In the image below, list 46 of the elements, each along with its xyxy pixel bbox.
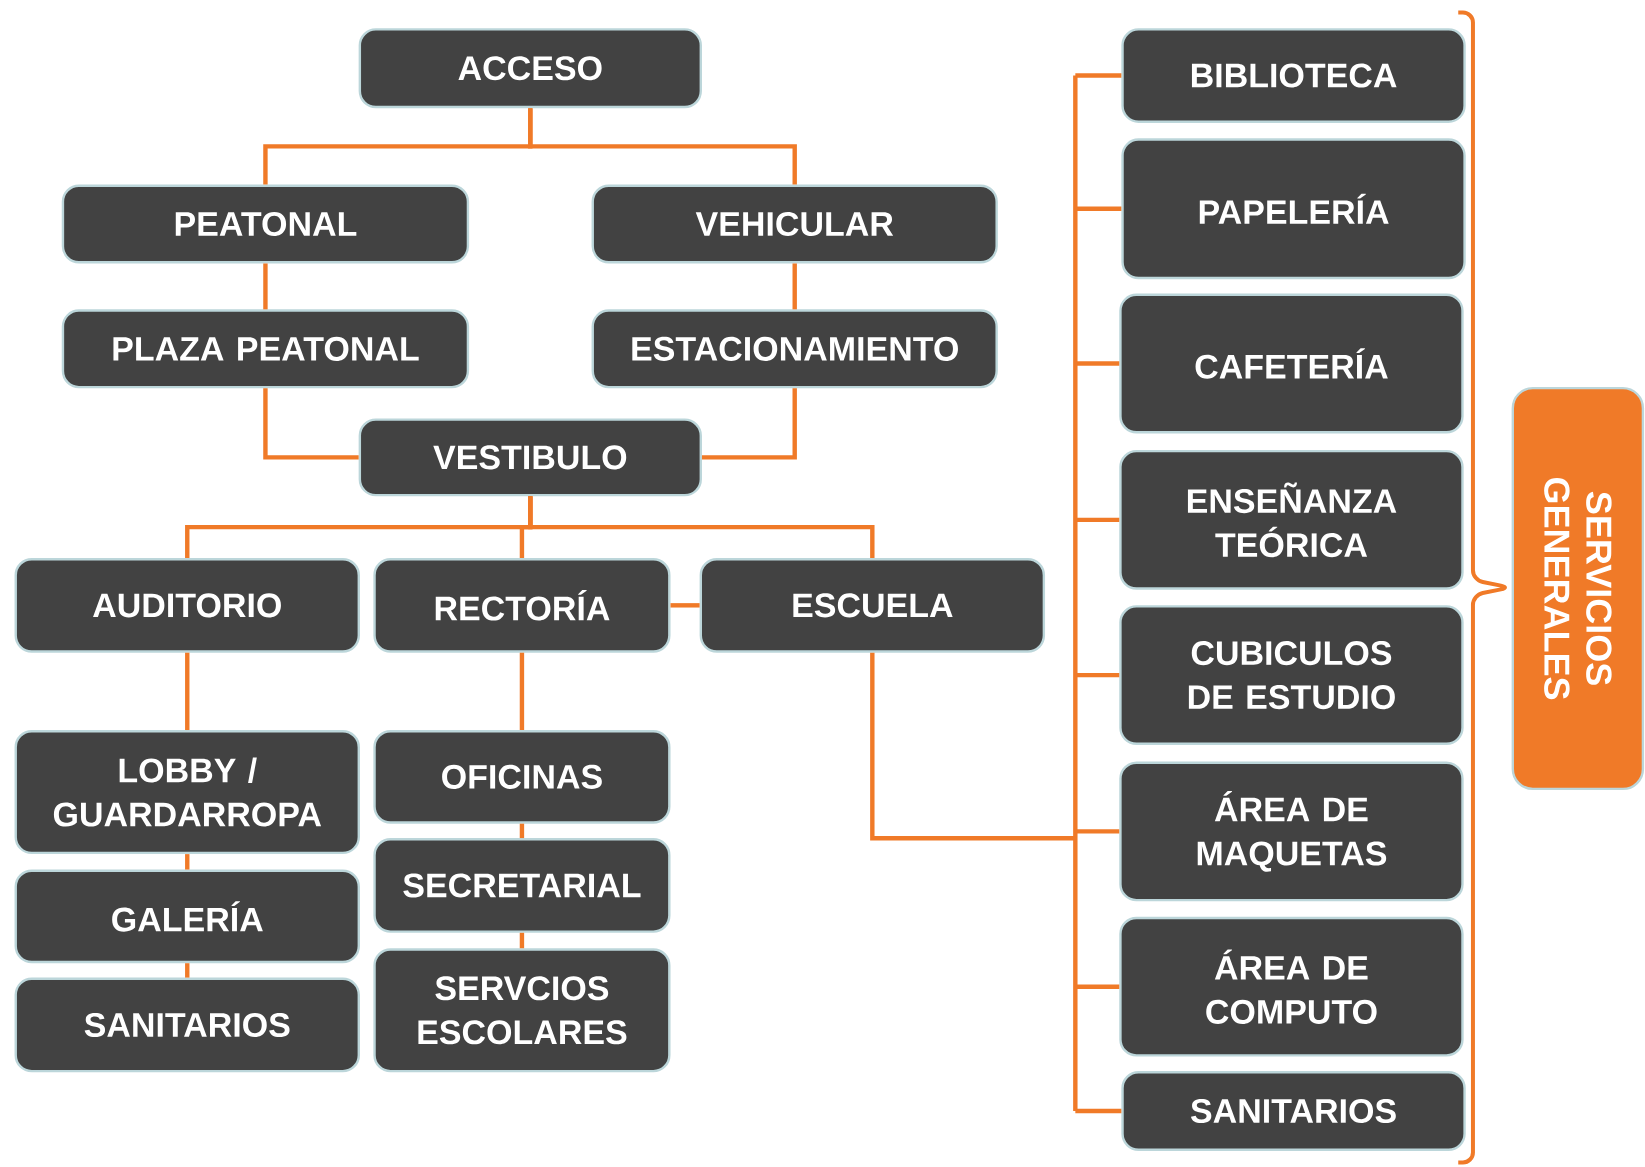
connector	[519, 933, 525, 949]
process-box: LOBBY / GUARDARROPA	[14, 730, 360, 855]
process-box: ENSEÑANZA TEÓRICA	[1119, 450, 1464, 590]
connector	[1075, 361, 1120, 366]
process-box: VEHICULAR	[591, 184, 998, 264]
connector	[1075, 829, 1120, 834]
process-box: PAPELERÍA	[1121, 138, 1466, 280]
process-box: AUDITORIO	[14, 558, 360, 653]
process-box: OFICINAS	[373, 730, 671, 824]
connector	[1075, 517, 1120, 523]
connector	[792, 263, 797, 310]
connector	[1075, 73, 1122, 78]
connector	[263, 388, 359, 460]
connector	[519, 823, 525, 839]
connector	[670, 603, 700, 608]
process-box: BIBLIOTECA	[1121, 28, 1466, 124]
process-box: VESTIBULO	[358, 418, 702, 497]
connector	[528, 108, 797, 185]
connector	[1075, 1109, 1122, 1114]
process-box: CUBICULOS DE ESTUDIO	[1119, 605, 1464, 746]
connector-trunk	[870, 73, 1078, 1114]
connector	[1075, 673, 1120, 678]
process-box: RECTORÍA	[373, 558, 671, 653]
connector	[528, 496, 875, 559]
process-box: SANITARIOS	[14, 977, 360, 1073]
process-box: SECRETARIAL	[373, 838, 671, 933]
category-box: SERVICIOS GENERALES	[1511, 387, 1645, 791]
process-box: PEATONAL	[61, 184, 470, 264]
connector	[185, 963, 190, 978]
process-box: PLAZA PEATONAL	[61, 309, 470, 389]
process-box: SANITARIOS	[1121, 1071, 1466, 1152]
connector	[702, 388, 797, 460]
process-box: ACCESO	[358, 28, 702, 109]
connector	[1075, 206, 1122, 212]
process-box: GALERÍA	[14, 869, 360, 964]
process-box: SERVCIOS ESCOLARES	[373, 948, 671, 1073]
connector	[519, 652, 525, 731]
process-box: ÁREA DE MAQUETAS	[1119, 761, 1464, 902]
process-box: ESTACIONAMIENTO	[591, 309, 998, 389]
process-box: ESCUELA	[699, 558, 1046, 653]
process-box: CAFETERÍA	[1119, 293, 1464, 434]
connector	[263, 263, 268, 310]
connector	[185, 652, 190, 731]
process-box: ÁREA DE COMPUTO	[1119, 916, 1464, 1057]
connector	[1075, 984, 1120, 990]
connector	[185, 854, 190, 870]
